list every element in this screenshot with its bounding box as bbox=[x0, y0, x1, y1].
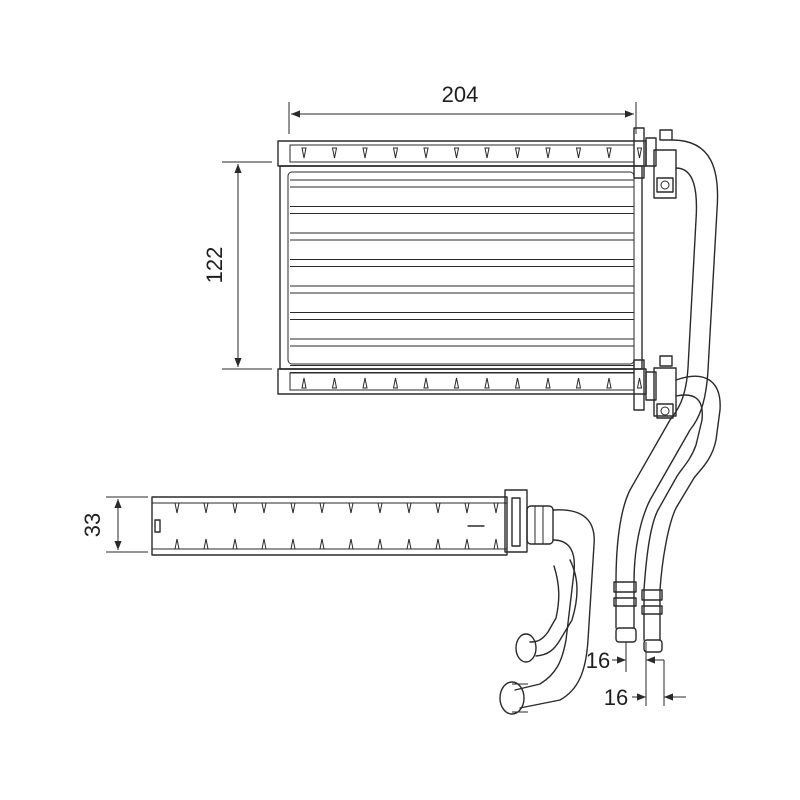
header-plate-bottom bbox=[633, 359, 645, 411]
front-view bbox=[277, 127, 721, 653]
dim-label-pipe-b: 16 bbox=[604, 685, 628, 710]
dimension-height: 122 bbox=[202, 161, 272, 370]
side-view bbox=[151, 489, 595, 715]
dimension-pipe-a: 16 bbox=[586, 642, 664, 673]
core-fins bbox=[290, 179, 634, 373]
dim-label-depth: 33 bbox=[80, 513, 105, 537]
fitting-top bbox=[653, 129, 677, 199]
side-core bbox=[151, 496, 508, 556]
inlet-pipe bbox=[643, 375, 721, 641]
fitting-bottom bbox=[653, 355, 677, 419]
outlet-pipe bbox=[615, 139, 719, 629]
dimension-depth: 33 bbox=[80, 496, 148, 553]
side-notches bbox=[174, 502, 499, 550]
tank-notches bbox=[301, 147, 643, 389]
dimension-width: 204 bbox=[288, 82, 637, 134]
core-body bbox=[279, 165, 643, 370]
side-pipe-a bbox=[514, 509, 595, 709]
dim-label-height: 122 bbox=[202, 247, 227, 284]
side-pipe-b bbox=[529, 559, 578, 657]
header-plate-top bbox=[633, 127, 645, 179]
dimension-pipe-b: 16 bbox=[604, 660, 686, 710]
dim-label-pipe-a: 16 bbox=[586, 648, 610, 673]
side-end-plate bbox=[504, 489, 528, 553]
dim-label-width: 204 bbox=[442, 82, 479, 107]
